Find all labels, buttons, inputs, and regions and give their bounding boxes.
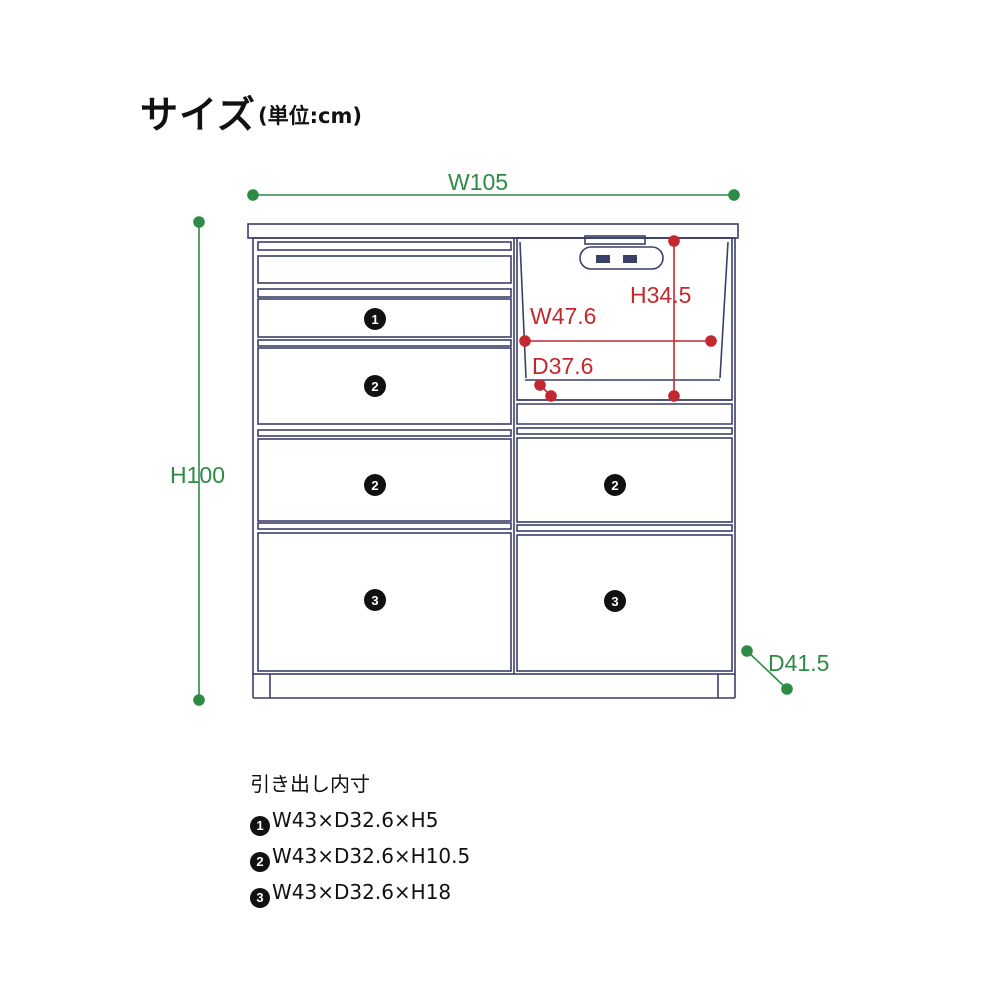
marker-2: 2 <box>371 379 378 394</box>
drawer-2-right <box>516 437 733 523</box>
slide-out-shelf <box>516 403 733 425</box>
note-text: W43×D32.6×H10.5 <box>272 844 471 868</box>
inner-width-label: W47.6 <box>530 303 596 329</box>
drawer-top-left <box>257 255 512 284</box>
marker-2: 2 <box>611 478 618 493</box>
drawer-2-left-upper <box>257 347 512 425</box>
depth-label: D41.5 <box>768 650 829 676</box>
width-label: W105 <box>448 169 508 195</box>
drawer-3-right <box>516 534 733 672</box>
drawer-1 <box>257 298 512 338</box>
drawer-3-left <box>257 532 512 672</box>
depth-dimension-line <box>746 650 788 690</box>
cabinet-body <box>252 237 736 675</box>
drawer-markers: 1 2 2 2 3 3 <box>364 308 626 612</box>
note-text: W43×D32.6×H5 <box>272 808 439 832</box>
marker-1: 1 <box>371 312 378 327</box>
note-text: W43×D32.6×H18 <box>272 880 452 904</box>
notes-heading: 引き出し内寸 <box>250 772 370 796</box>
marker-3: 3 <box>611 594 618 609</box>
drawer-2-left-lower <box>257 438 512 522</box>
marker-3: 3 <box>371 593 378 608</box>
inner-depth-label: D37.6 <box>532 353 593 379</box>
number-badge: 3 <box>250 888 270 908</box>
unit-label: (単位:cm) <box>258 104 362 128</box>
marker-2: 2 <box>371 478 378 493</box>
cabinet-top-board <box>247 223 739 239</box>
inner-height-label: H34.5 <box>630 282 691 308</box>
number-badge: 2 <box>250 852 270 872</box>
power-outlet-icon <box>579 246 664 270</box>
number-badge: 1 <box>250 816 270 836</box>
height-label: H100 <box>170 462 225 488</box>
page-title: サイズ <box>140 93 256 137</box>
